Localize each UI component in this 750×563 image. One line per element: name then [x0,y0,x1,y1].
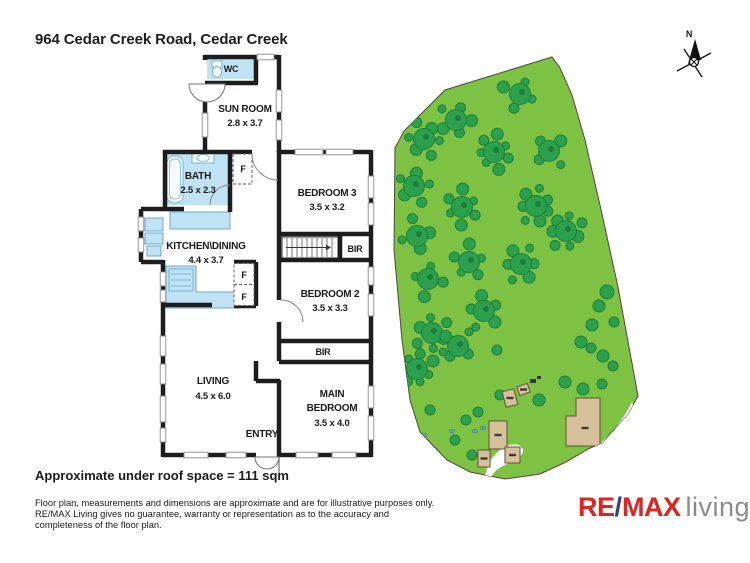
room-label-bath: BATH [185,171,211,182]
room-dims-kitchen: 4.4 x 3.7 [188,255,223,266]
sink-unit [144,217,164,232]
logo-max: MAX [622,492,681,522]
laundry-bench [169,211,231,230]
floor-plan: WC SUN ROOM 2.8 x 3.7 BATH 2.5 x 2.3 BED… [137,53,375,477]
disclaimer-line-3: completeness of the floor plan. [35,519,162,530]
stairs [281,236,339,259]
page-title: 964 Cedar Creek Road, Cedar Creek [35,31,288,48]
room-dims-bedroom3: 3.5 x 3.2 [309,202,344,213]
room-label-sunroom: SUN ROOM [218,104,271,115]
room-label-bir-upper: BIR [348,244,364,254]
cupboard-label-f2: F [241,270,247,280]
room-dims-living: 4.5 x 6.0 [195,391,230,402]
north-compass-icon: N [676,29,712,78]
bath-door-arc [209,184,231,206]
room-label-bedroom3: BEDROOM 3 [298,188,357,199]
room-label-bir-lower: BIR [316,347,332,357]
hall-door-arc [251,153,279,181]
cupboard-label-f3: F [241,292,247,302]
disclaimer-text: Floor plan, measurements and dimensions … [35,498,434,530]
room-label-entry: ENTRY [246,429,279,440]
sunroom-external-door [188,83,226,103]
logo-re: RE [578,492,615,522]
linen-cupboard [232,153,253,185]
room-label-kitchen: KITCHEN\DINING [166,241,246,252]
cupboard-label-f1: F [240,164,246,174]
room-label-mainbed-2: BEDROOM [307,403,358,414]
site-map [393,56,639,480]
logo-living: living [685,492,750,522]
room-dims-bedroom2: 3.5 x 3.3 [312,303,347,314]
room-label-living: LIVING [197,376,230,387]
appliance [146,245,162,257]
room-dims-bath: 2.5 x 2.3 [180,185,215,196]
north-label: N [686,29,692,39]
cooktop [168,268,194,292]
appliance [144,232,164,245]
room-label-bedroom2: BEDROOM 2 [301,289,360,300]
room-dims-sunroom: 2.8 x 3.7 [227,118,262,129]
bedroom2-door-arc [280,299,304,323]
roof-space-note: Approximate under roof space = 111 sqm [35,468,289,483]
kitchen-bench [165,265,241,309]
stairs-direction-arrow [326,244,331,251]
disclaimer-line-1: Floor plan, measurements and dimensions … [35,498,435,508]
room-label-mainbed-1: MAIN [320,389,345,400]
room-dims-mainbed: 3.5 x 4.0 [314,418,349,429]
disclaimer-line-2: RE/MAX Living gives no guarantee, warran… [35,508,389,519]
toilet-bowl [212,66,222,78]
logo-slash: / [614,492,623,522]
building-layer [477,376,601,468]
windows [137,53,375,459]
room-label-wc: WC [224,64,239,74]
tree-layer [394,77,620,461]
